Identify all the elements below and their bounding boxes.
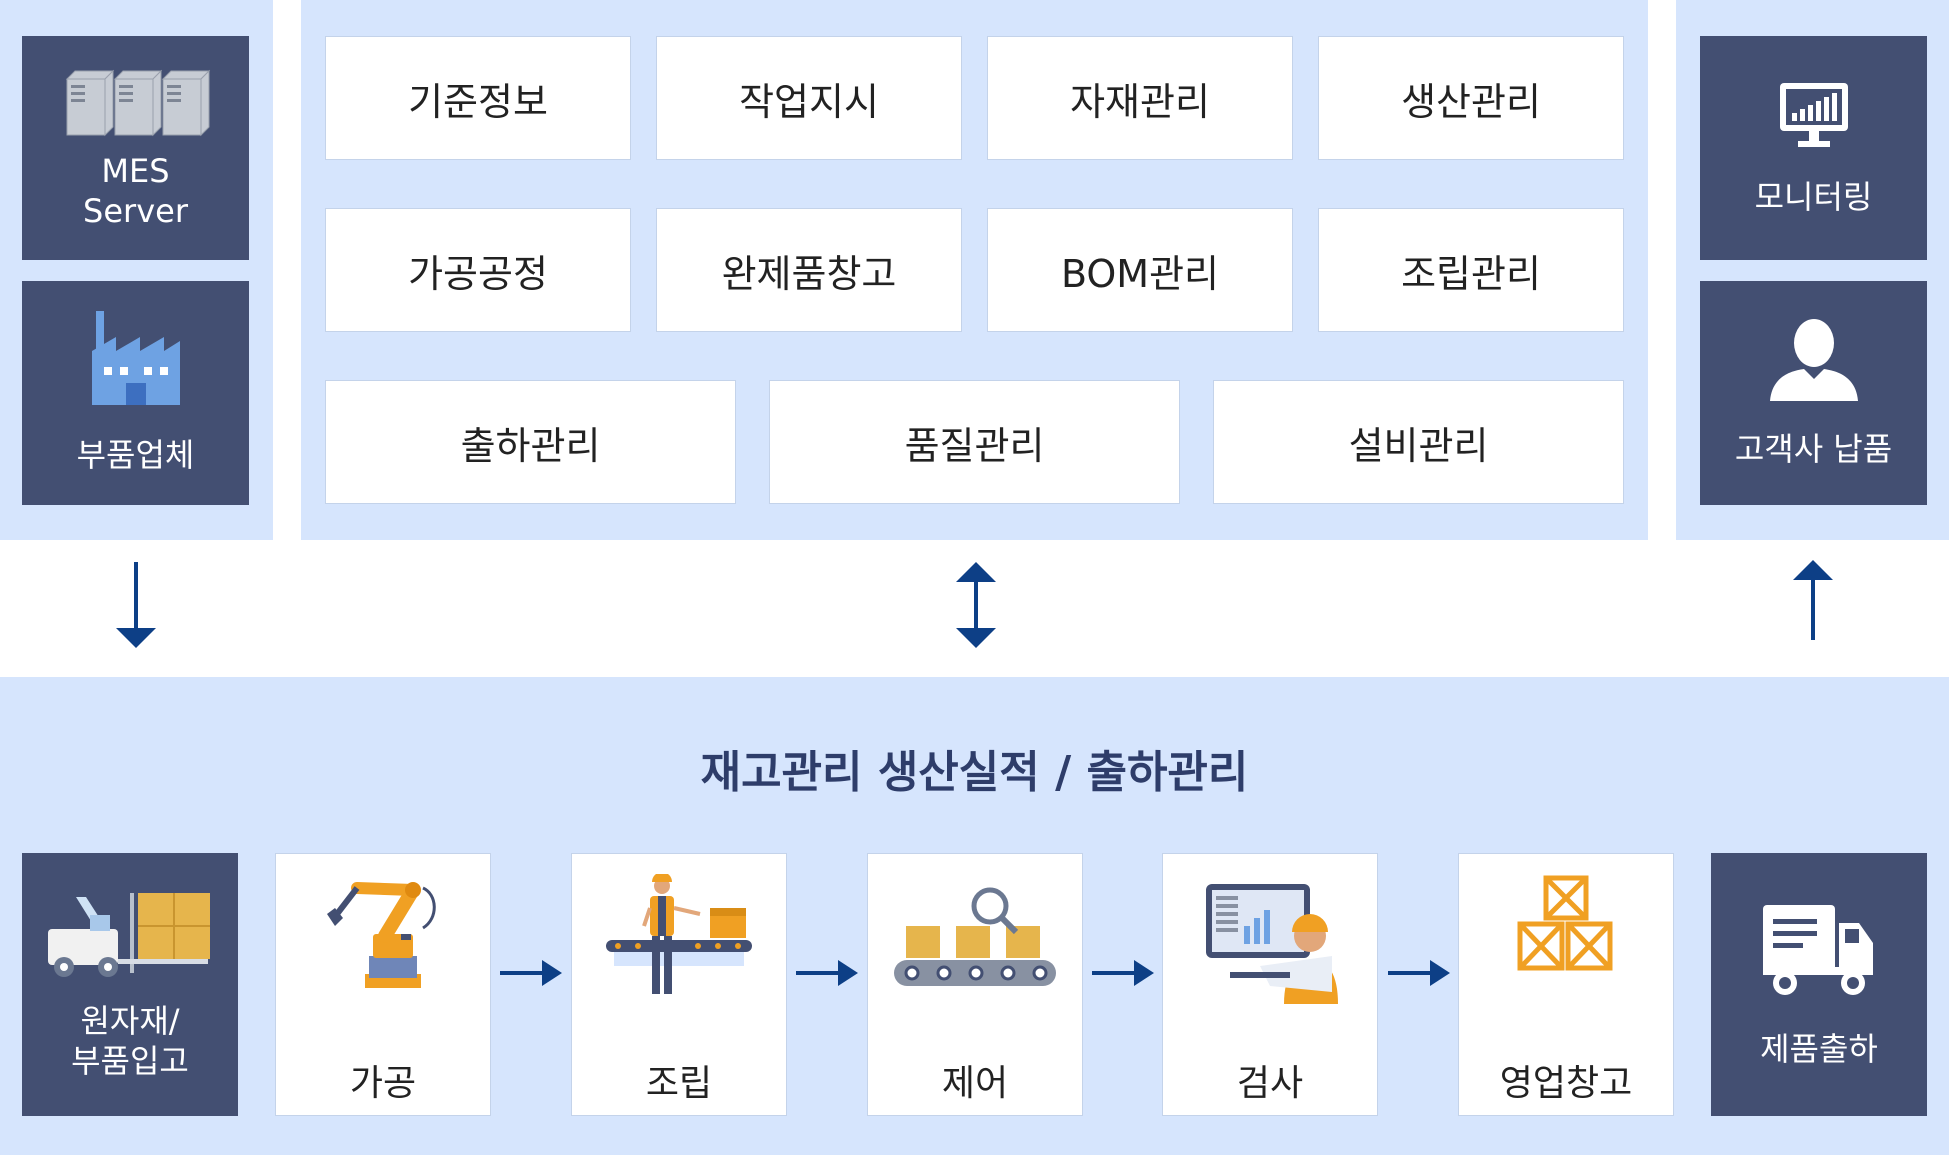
- module-equipment-mgmt[interactable]: 설비관리: [1213, 380, 1624, 504]
- monitoring-label: 모니터링: [1754, 178, 1873, 216]
- mes-server-label: MES Server: [83, 152, 188, 230]
- flow-arrow-2: [794, 956, 860, 990]
- flow-step-sales-warehouse-label: 영업창고: [1499, 1063, 1633, 1104]
- flow-step-assembly: 조립: [571, 853, 787, 1116]
- module-work-order[interactable]: 작업지시: [656, 36, 962, 160]
- module-machining-process[interactable]: 가공공정: [325, 208, 631, 332]
- product-shipping-box: 제품출하: [1711, 853, 1927, 1116]
- conveyor-inspect-icon: [868, 874, 1082, 1004]
- flow-step-machining: 가공: [275, 853, 491, 1116]
- module-bom-mgmt[interactable]: BOM관리: [987, 208, 1293, 332]
- flow-arrow-1: [498, 956, 564, 990]
- flow-arrow-4: [1386, 956, 1452, 990]
- module-finished-goods-warehouse[interactable]: 완제품창고: [656, 208, 962, 332]
- flow-step-assembly-label: 조립: [645, 1063, 713, 1104]
- factory-icon: [88, 311, 184, 407]
- arrow-up-right: [1791, 558, 1835, 642]
- worker-conveyor-icon: [572, 874, 786, 1004]
- server-icon: [61, 65, 211, 137]
- arrow-bidirectional-center: [954, 560, 998, 650]
- flow-title: 재고관리 생산실적 / 출하관리: [700, 747, 1249, 798]
- robot-arm-icon: [276, 874, 490, 1004]
- forklift-icon: [46, 889, 214, 979]
- raw-material-receiving-box: 원자재/ 부품입고: [22, 853, 238, 1116]
- module-production-mgmt[interactable]: 생산관리: [1318, 36, 1624, 160]
- inspector-monitor-icon: [1163, 874, 1377, 1004]
- customer-delivery-box: 고객사 납품: [1700, 281, 1927, 505]
- module-shipping-mgmt[interactable]: 출하관리: [325, 380, 736, 504]
- module-basic-info[interactable]: 기준정보: [325, 36, 631, 160]
- monitor-icon: [1778, 79, 1850, 151]
- truck-icon: [1761, 901, 1877, 1001]
- flow-step-sales-warehouse: 영업창고: [1458, 853, 1674, 1116]
- supplier-label: 부품업체: [76, 436, 195, 474]
- crates-icon: [1459, 874, 1673, 1004]
- flow-step-inspection-label: 검사: [1236, 1063, 1304, 1104]
- arrow-down-left: [114, 560, 158, 650]
- module-material-mgmt[interactable]: 자재관리: [987, 36, 1293, 160]
- user-icon: [1766, 317, 1862, 401]
- flow-step-control-label: 제어: [941, 1063, 1009, 1104]
- raw-material-receiving-label: 원자재/ 부품입고: [71, 1001, 189, 1080]
- monitoring-box: 모니터링: [1700, 36, 1927, 260]
- flow-step-inspection: 검사: [1162, 853, 1378, 1116]
- flow-step-control: 제어: [867, 853, 1083, 1116]
- flow-step-machining-label: 가공: [349, 1063, 417, 1104]
- module-quality-mgmt[interactable]: 품질관리: [769, 380, 1180, 504]
- mes-server-box: MES Server: [22, 36, 249, 260]
- flow-arrow-3: [1090, 956, 1156, 990]
- product-shipping-label: 제품출하: [1760, 1029, 1878, 1068]
- module-assembly-mgmt[interactable]: 조립관리: [1318, 208, 1624, 332]
- customer-delivery-label: 고객사 납품: [1734, 430, 1893, 468]
- supplier-box: 부품업체: [22, 281, 249, 505]
